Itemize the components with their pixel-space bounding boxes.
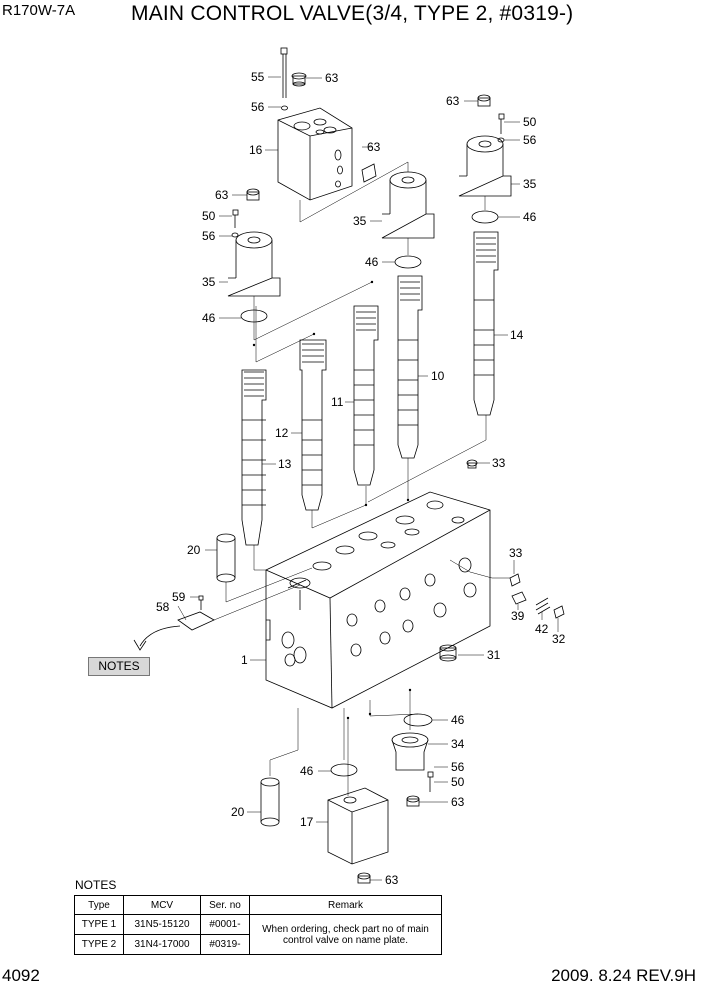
- model-label: R170W-7A: [2, 2, 76, 19]
- spool-11-part: [353, 305, 379, 486]
- callout-11: 11: [331, 395, 344, 409]
- callout-33: 33: [492, 456, 506, 470]
- spool-10-part: [397, 275, 423, 459]
- callout-14: 14: [510, 328, 524, 342]
- bottom-parts: [260, 713, 434, 884]
- small-parts-right: [439, 459, 565, 662]
- callout-42: 42: [535, 622, 549, 636]
- callout-35: 35: [202, 275, 216, 289]
- callout-31: 31: [487, 648, 501, 662]
- callout-63: 63: [385, 873, 399, 887]
- notes-table: Type MCV Ser. no Remark TYPE 1 31N5-1512…: [74, 895, 442, 955]
- callout-55: 55: [251, 70, 265, 84]
- header-remark: Remark: [249, 895, 442, 915]
- callout-46: 46: [300, 764, 314, 778]
- callout-63: 63: [215, 188, 229, 202]
- callout-63: 63: [325, 71, 339, 85]
- main-body-1-part: [265, 491, 491, 709]
- callout-63: 63: [451, 795, 465, 809]
- callout-46: 46: [202, 311, 216, 325]
- bracket-58-part: [133, 595, 215, 651]
- cell-type: TYPE 2: [74, 934, 124, 955]
- cap-housing-35-right: [458, 94, 512, 224]
- table-row: TYPE 1 31N5-15120 #0001- When ordering, …: [74, 914, 442, 955]
- page-number: 4092: [2, 966, 40, 985]
- callout-10: 10: [431, 369, 445, 383]
- header-type: Type: [74, 895, 124, 915]
- cell-remark: When ordering, check part no of main con…: [249, 914, 442, 955]
- callout-39: 39: [511, 609, 525, 623]
- callout-35: 35: [353, 214, 367, 228]
- callout-50: 50: [523, 115, 537, 129]
- cell-type: TYPE 1: [74, 914, 124, 935]
- callout-56: 56: [251, 100, 265, 114]
- bolt-55-part: [280, 47, 288, 111]
- callout-35: 35: [523, 177, 537, 191]
- callout-50: 50: [202, 209, 216, 223]
- callout-16: 16: [249, 143, 263, 157]
- callout-33: 33: [509, 546, 523, 560]
- callout-20: 20: [231, 805, 245, 819]
- revision-info: 2009. 8.24 REV.9H: [551, 966, 696, 985]
- callout-46: 46: [451, 713, 465, 727]
- table-header-row: Type MCV Ser. no Remark: [74, 895, 442, 915]
- spool-14-part: [473, 231, 499, 416]
- plug-20-upper-part: [216, 533, 236, 583]
- callout-20: 20: [187, 543, 201, 557]
- notes-caption: NOTES: [75, 878, 117, 892]
- header-mcv: MCV: [123, 895, 201, 915]
- notes-reference-box: NOTES: [88, 657, 150, 676]
- page-title: MAIN CONTROL VALVE(3/4, TYPE 2, #0319-): [131, 2, 574, 25]
- callout-56: 56: [523, 133, 537, 147]
- cap-63-part: [291, 72, 307, 87]
- spool-12-part: [299, 339, 327, 511]
- cell-serial: #0319-: [200, 934, 250, 955]
- callout-50: 50: [451, 775, 465, 789]
- callout-13: 13: [278, 457, 292, 471]
- cell-serial: #0001-: [200, 914, 250, 935]
- callout-12: 12: [275, 426, 289, 440]
- callout-34: 34: [451, 737, 465, 751]
- callout-63: 63: [446, 94, 460, 108]
- callout-63: 63: [367, 140, 381, 154]
- callout-32: 32: [552, 632, 566, 646]
- spool-13-part: [241, 369, 267, 546]
- callout-56: 56: [202, 229, 216, 243]
- cell-mcv: 31N4-17000: [123, 934, 201, 955]
- callout-17: 17: [300, 815, 314, 829]
- table-row: TYPE 2 31N4-17000 #0319-: [74, 934, 442, 955]
- cell-mcv: 31N5-15120: [123, 914, 201, 935]
- callout-59: 59: [172, 590, 186, 604]
- callout-1: 1: [241, 653, 248, 667]
- callout-58: 58: [156, 600, 170, 614]
- header-serial: Ser. no: [200, 895, 250, 915]
- callout-56: 56: [451, 760, 465, 774]
- cap-housing-35-center: [381, 171, 435, 269]
- block-16-part: [277, 107, 377, 201]
- callout-46: 46: [523, 210, 537, 224]
- callout-46: 46: [365, 255, 379, 269]
